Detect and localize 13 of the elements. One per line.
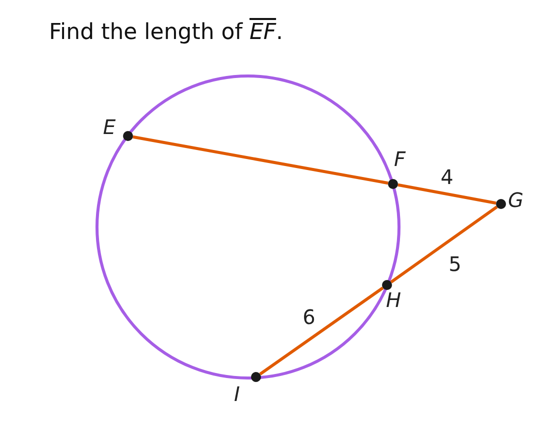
point-label: H [386,290,402,310]
line-segment [132,135,388,185]
line-segment [390,206,498,284]
edge-label: 6 [302,307,316,327]
line-segment [259,286,384,376]
point-label: F [394,149,406,169]
point-label: I [234,384,240,404]
edge-label: 5 [448,254,462,274]
question-text: Find the length of EF. [49,20,284,45]
point-label: G [508,190,524,210]
line-segment [398,183,496,205]
point-label: E [103,117,116,137]
edge-label: 4 [440,167,454,187]
